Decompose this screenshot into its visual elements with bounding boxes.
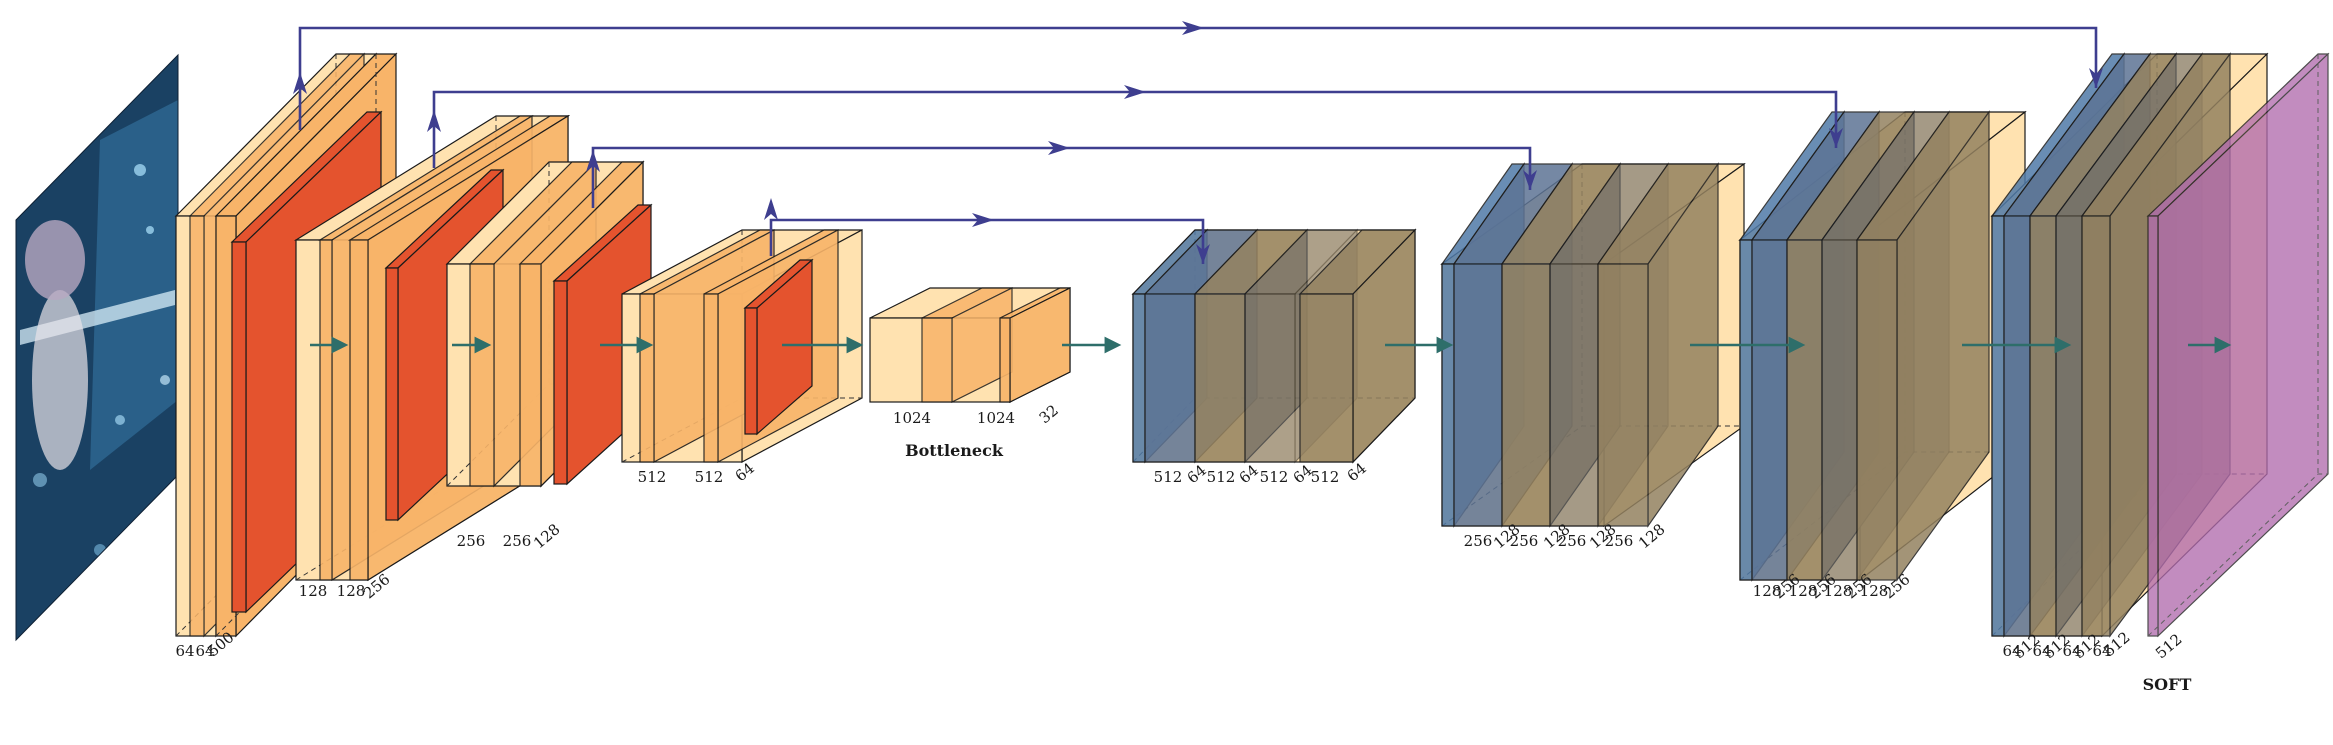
skip-connection-4 xyxy=(764,198,1210,264)
soft-caption: SOFT xyxy=(2143,675,2192,694)
dec1-dim-label-1: 512 xyxy=(1154,468,1183,486)
decoder3-deconv-c xyxy=(1855,110,1991,582)
bottleneck-dim-label-2: 1024 xyxy=(977,409,1015,427)
skip-connection-2 xyxy=(427,85,1843,168)
softmax-layer xyxy=(2146,52,2330,638)
enc1-dim-label-2: 64 xyxy=(195,642,214,660)
dec1-dim-label-8: 64 xyxy=(1344,459,1370,485)
encoder4-pool xyxy=(743,258,814,436)
dec3-dim-label-5: 128 xyxy=(1824,582,1853,600)
dec2-dim-label-1: 256 xyxy=(1464,532,1493,550)
input-image xyxy=(15,53,179,642)
dec1-dim-label-7: 512 xyxy=(1311,468,1340,486)
dec1-dim-label-5: 512 xyxy=(1260,468,1289,486)
bottleneck-relu-a xyxy=(921,287,1013,403)
enc4-dim-label-1: 512 xyxy=(638,468,667,486)
bottleneck-dim-label-1: 1024 xyxy=(893,409,931,427)
enc4-dim-label-2: 512 xyxy=(695,468,724,486)
skip-connection-3 xyxy=(586,141,1537,208)
enc2-dim-label-2: 128 xyxy=(337,582,366,600)
dec3-dim-label-1: 128 xyxy=(1753,582,1782,600)
bottleneck-relu-b xyxy=(999,287,1071,403)
dec1-dim-label-4: 64 xyxy=(1236,461,1262,487)
skip-connection-1 xyxy=(293,21,2103,130)
dec2-dim-label-5: 256 xyxy=(1558,532,1587,550)
decoder1-deconv-c xyxy=(1298,228,1417,464)
dec2-dim-label-3: 256 xyxy=(1510,532,1539,550)
dec4-dim-label-1: 64 xyxy=(2002,642,2021,660)
dec4-dim-label-7: 64 xyxy=(2092,642,2111,660)
bottleneck-dim-label-3: 32 xyxy=(1036,401,1062,427)
dec2-dim-label-7: 256 xyxy=(1605,532,1634,550)
dec3-dim-label-3: 128 xyxy=(1789,582,1818,600)
enc4-dim-label-3: 64 xyxy=(732,459,758,485)
enc3-dim-label-1: 256 xyxy=(457,532,486,550)
dec3-dim-label-7: 128 xyxy=(1860,582,1889,600)
enc3-dim-label-2: 256 xyxy=(503,532,532,550)
dec1-dim-label-3: 512 xyxy=(1207,468,1236,486)
dec4-dim-label-5: 64 xyxy=(2062,642,2081,660)
enc3-dim-label-3: 128 xyxy=(530,520,564,552)
dec4-dim-label-3: 64 xyxy=(2032,642,2051,660)
decoder2-deconv-c xyxy=(1596,162,1720,528)
bottleneck-caption: Bottleneck xyxy=(905,441,1004,460)
enc1-dim-label-1: 64 xyxy=(175,642,194,660)
enc2-dim-label-1: 128 xyxy=(299,582,328,600)
